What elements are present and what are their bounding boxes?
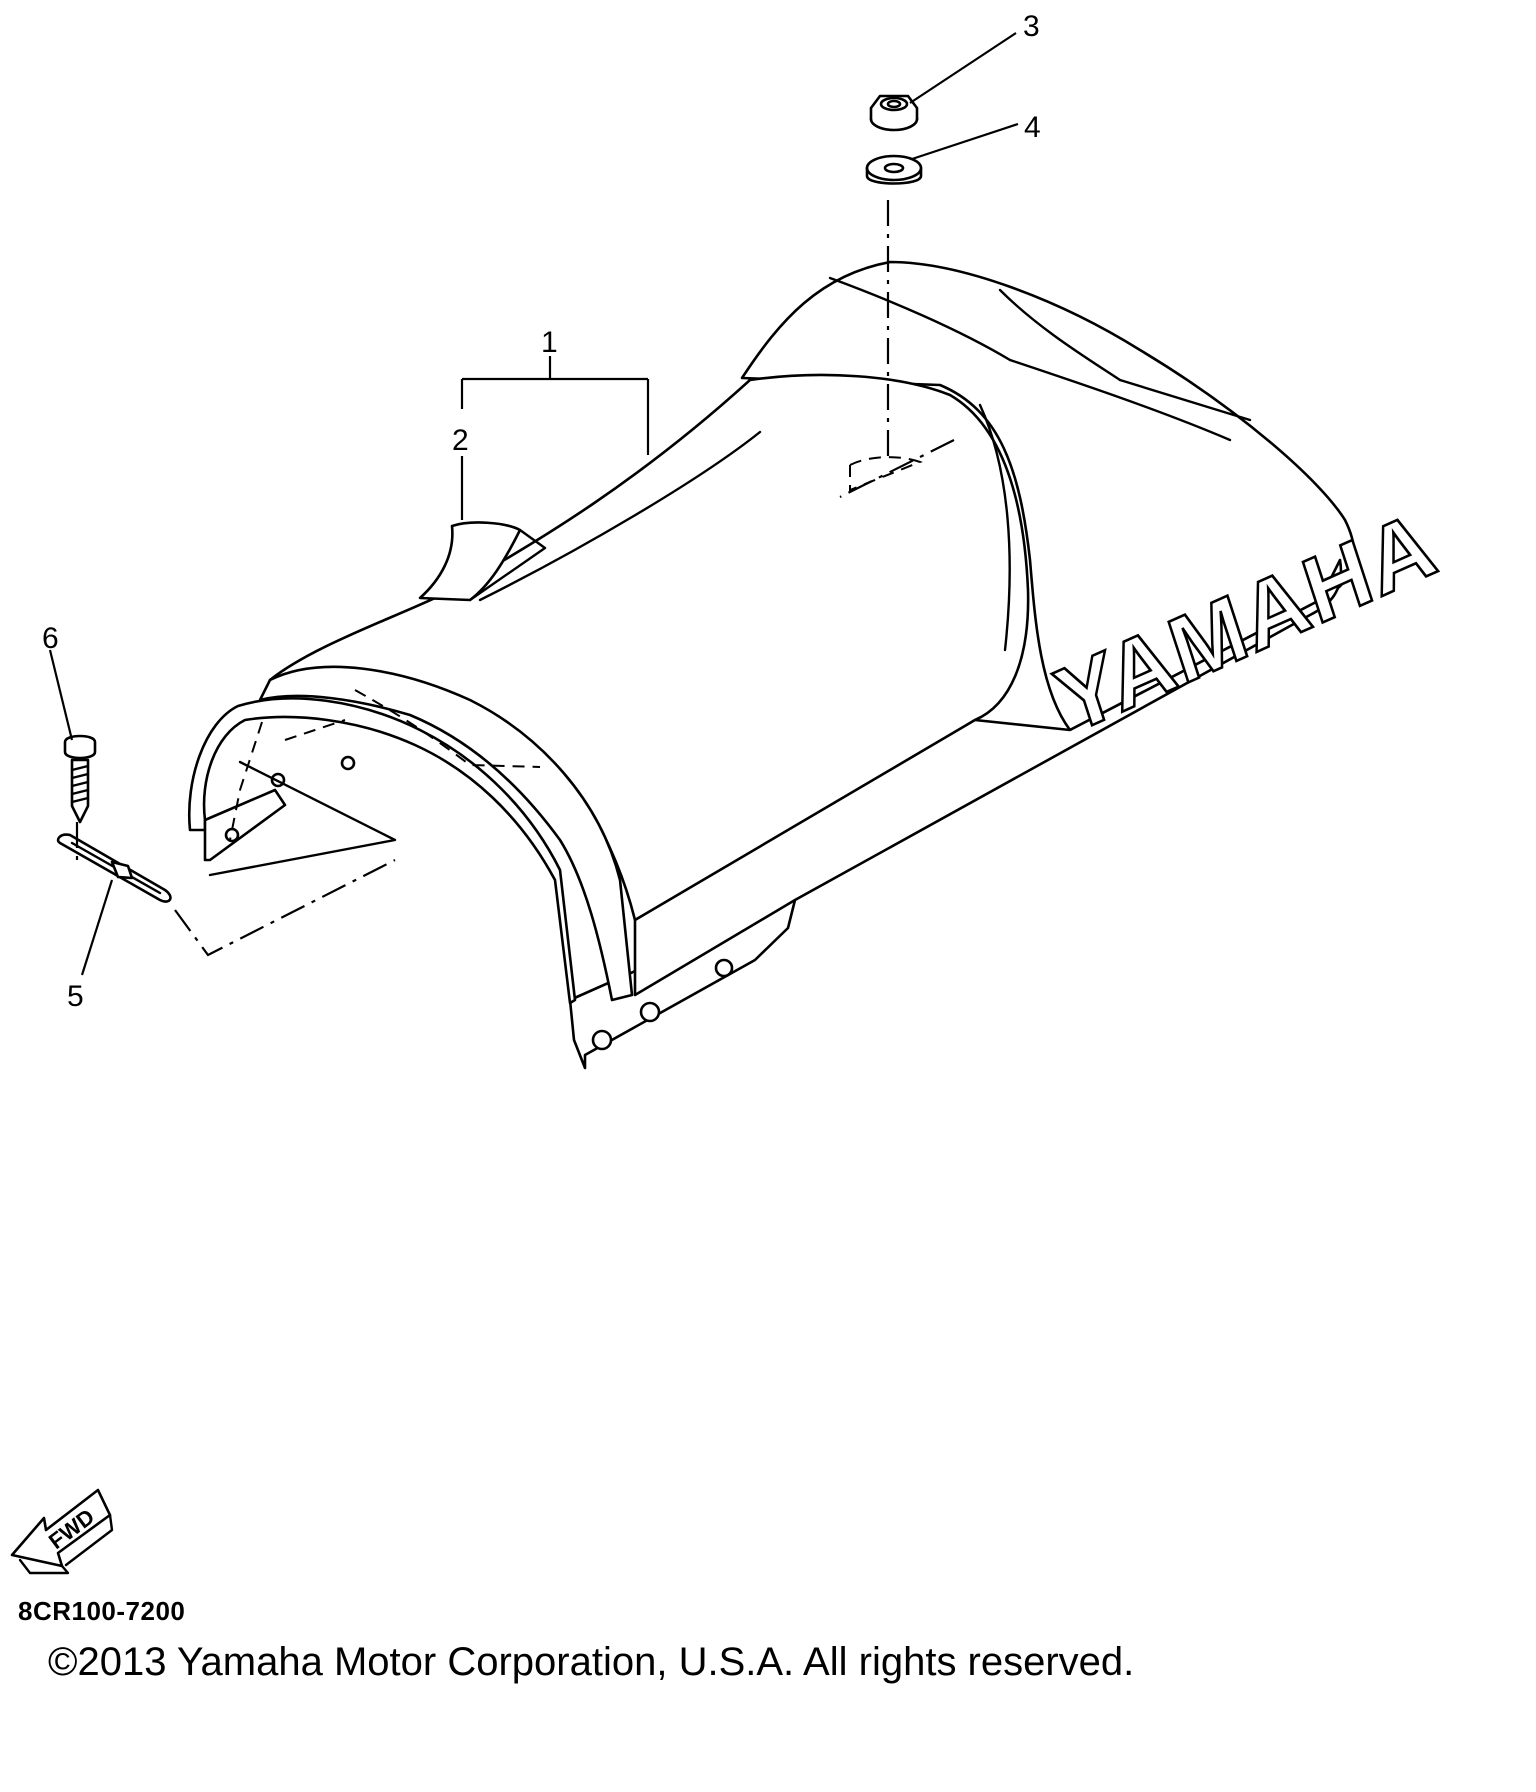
- fwd-arrow-icon: FWD: [10, 1488, 114, 1575]
- hook[interactable]: [56, 833, 172, 903]
- seat-side: [633, 558, 1343, 997]
- washer[interactable]: [865, 154, 923, 185]
- callout-6: 6: [42, 622, 59, 655]
- callout-3: 3: [1023, 10, 1040, 43]
- copyright-notice: ©2013 Yamaha Motor Corporation, U.S.A. A…: [48, 1640, 1135, 1684]
- callout-5: 5: [67, 980, 84, 1013]
- screw[interactable]: [63, 734, 97, 824]
- callout-4: 4: [1024, 111, 1041, 144]
- nut[interactable]: [869, 94, 919, 132]
- callout-2: 2: [452, 424, 469, 457]
- seat-top: [268, 373, 1030, 922]
- seat[interactable]: [187, 260, 1356, 1070]
- seat-base-rail: [568, 898, 797, 1070]
- seat-front-hood: [258, 665, 634, 1002]
- seat-rear-hump: [740, 260, 1356, 732]
- diagram-code: 8CR100-7200: [18, 1596, 186, 1626]
- seat-front-flange: [203, 788, 287, 862]
- callout-1: 1: [541, 326, 558, 359]
- seat-cover[interactable]: [418, 521, 522, 602]
